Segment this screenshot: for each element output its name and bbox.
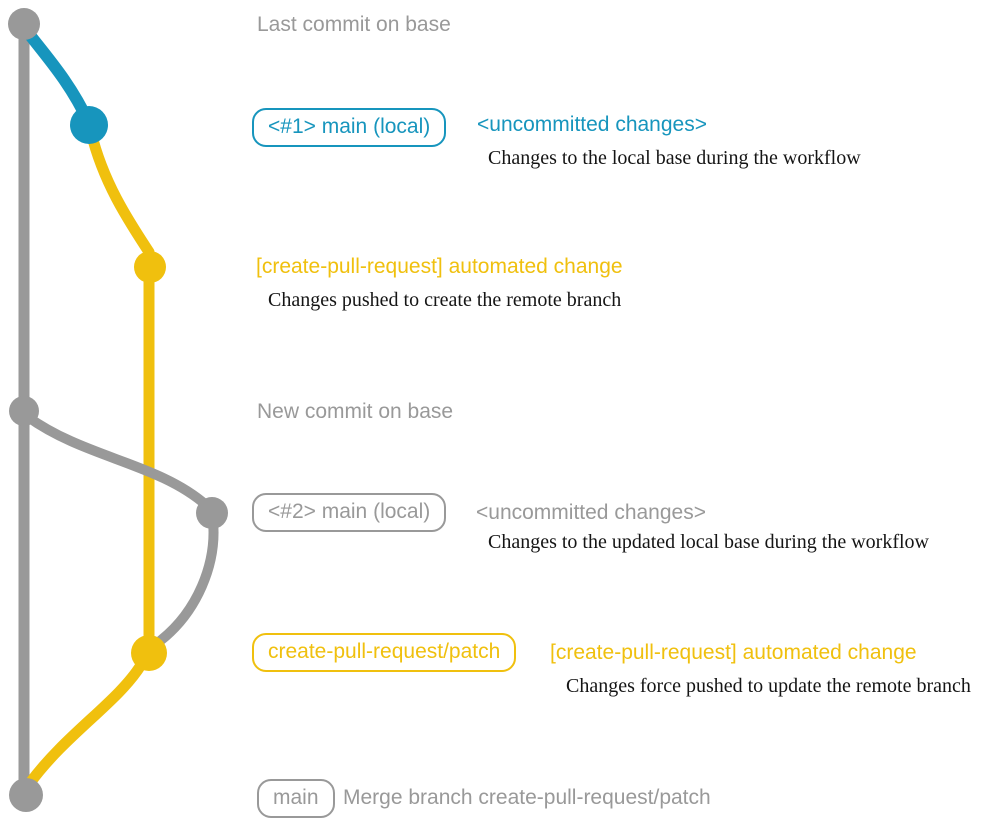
edge-newbase-to-local2 (23, 412, 211, 510)
desc-local-base-changes-1: Changes to the local base during the wor… (488, 147, 861, 169)
badge-create-pull-request-patch: create-pull-request/patch (252, 633, 517, 673)
label-uncommitted-changes-2: <uncommitted changes> (476, 501, 706, 524)
badge-main: main (257, 779, 335, 819)
git-graph (8, 8, 228, 812)
commit-node-new-base (9, 396, 39, 426)
desc-automated-change-1: Changes pushed to create the remote bran… (268, 289, 622, 311)
commit-node-local-1 (70, 106, 108, 144)
desc-automated-change-2: Changes force pushed to update the remot… (566, 675, 971, 697)
label-new-commit-on-base: New commit on base (257, 400, 454, 423)
label-automated-change-1: [create-pull-request] automated change (256, 255, 623, 278)
label-automated-change-2: [create-pull-request] automated change (550, 641, 917, 664)
edge-local1-to-automated1 (85, 126, 155, 258)
badge-main-local-2: <#2> main (local) (252, 493, 447, 533)
edge-automated2-to-merge (24, 659, 147, 789)
commit-node-last-base (8, 8, 40, 40)
commit-node-automated-2 (131, 635, 167, 671)
commit-node-automated-1 (134, 251, 166, 283)
desc-local-base-changes-2: Changes to the updated local base during… (488, 531, 929, 553)
badge-main-local-1: <#1> main (local) (252, 108, 447, 148)
label-merge-branch: Merge branch create-pull-request/patch (343, 786, 711, 809)
commit-node-local-2 (196, 497, 228, 529)
label-last-commit-on-base: Last commit on base (257, 13, 451, 36)
commit-node-merge (9, 778, 43, 812)
label-uncommitted-changes-1: <uncommitted changes> (477, 113, 707, 136)
edge-local2-to-automated2 (155, 516, 219, 646)
